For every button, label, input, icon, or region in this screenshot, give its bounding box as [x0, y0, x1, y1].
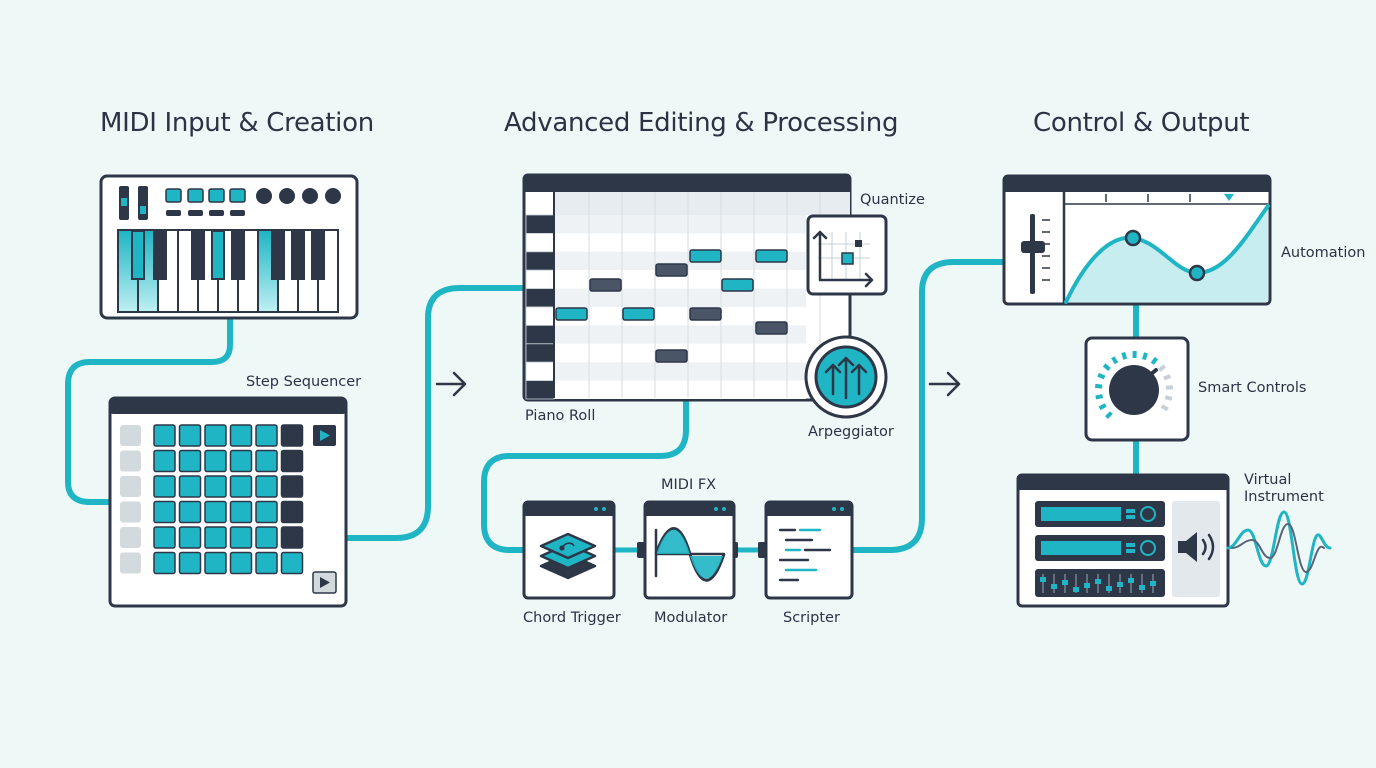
connector-pianoroll-midifx [481, 397, 689, 553]
label-modulator: Modulator [654, 610, 728, 626]
label-midi-fx: MIDI FX [661, 477, 717, 493]
connector-keyboard-sequencer [65, 315, 233, 505]
rack-synth-icon [1016, 473, 1230, 608]
section-title-input: MIDI Input & Creation [100, 108, 374, 138]
label-smart-controls: Smart Controls [1198, 380, 1307, 396]
section-title-output: Control & Output [1033, 108, 1250, 138]
knob-icon [1084, 336, 1190, 442]
connectors [65, 259, 1139, 553]
midi-keyboard-icon [99, 174, 359, 320]
speaker-icon [1178, 532, 1215, 562]
chord-trigger-icon [522, 500, 616, 600]
label-arpeggiator: Arpeggiator [808, 424, 894, 440]
label-piano-roll: Piano Roll [525, 408, 596, 424]
arrow-right-icon [435, 371, 467, 397]
label-quantize: Quantize [860, 192, 925, 208]
label-scripter: Scripter [783, 610, 840, 626]
connector-sequencer-pianoroll [343, 285, 525, 541]
arpeggiator-icon [804, 335, 888, 419]
label-automation: Automation [1281, 245, 1366, 261]
scripter-icon [764, 500, 854, 600]
section-title-editing: Advanced Editing & Processing [504, 108, 899, 138]
quantize-icon [806, 214, 888, 296]
sound-wave-icon [1226, 510, 1332, 586]
label-virtual-instrument-line1: Virtual [1244, 472, 1292, 488]
step-sequencer-icon [108, 396, 348, 608]
label-chord-trigger: Chord Trigger [523, 610, 621, 626]
piano-roll-icon [522, 173, 852, 402]
automation-curve-icon [1002, 174, 1272, 306]
arrow-right-icon [928, 371, 961, 397]
connector-midifx-automation [849, 259, 1007, 553]
label-virtual-instrument-line2: Instrument [1244, 489, 1324, 505]
label-step-sequencer: Step Sequencer [246, 374, 362, 390]
modulator-icon [643, 500, 736, 600]
flow-arrows [435, 371, 961, 397]
